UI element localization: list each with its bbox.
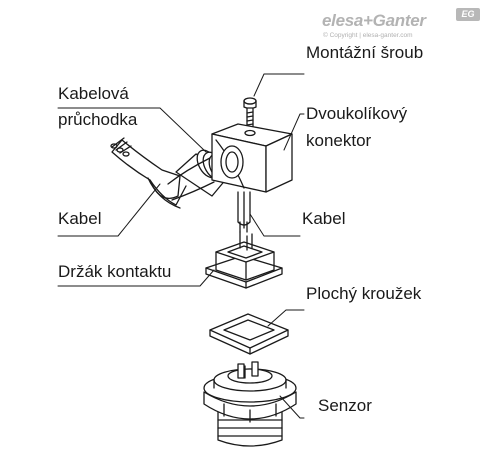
label-connector-line1: Dvoukolíkový [306,104,408,123]
leader-cable-left [57,183,161,237]
leader-cable-right [249,213,301,237]
label-cable-gland-line1: Kabelová [58,84,129,103]
label-contact-holder: Držák kontaktu [58,262,172,281]
elesa-ganter-logo: elesa+Ganter © Copyright | elesa-ganter.… [322,8,482,46]
right-angle-connector [211,123,293,193]
leader-flat-ring [267,309,305,327]
label-cable-left: Kabel [58,209,102,228]
sensor [203,361,297,447]
cable-left [110,137,187,209]
leader-contact-holder [57,269,215,287]
label-mounting-screw: Montážní šroub [306,43,424,62]
contact-holder [205,231,283,289]
leader-sensor [279,395,305,419]
label-connector-line2: konektor [306,131,372,150]
leader-lines [57,73,305,419]
mounting-screw [243,97,257,131]
label-cable-right: Kabel [302,209,346,228]
leader-connector [283,113,305,151]
connector-pins [237,191,251,233]
label-cable-gland-line2: průchodka [58,110,138,129]
leader-mounting-screw [253,73,305,97]
label-sensor: Senzor [318,396,372,415]
leader-cable-gland [57,107,207,153]
flat-ring [209,313,289,355]
label-flat-ring: Plochý kroužek [306,284,422,303]
logo-brand-text: elesa+Ganter [322,11,426,30]
logo-badge: EG [456,8,480,21]
logo-copyright-text: © Copyright | elesa-ganter.com [323,32,413,39]
